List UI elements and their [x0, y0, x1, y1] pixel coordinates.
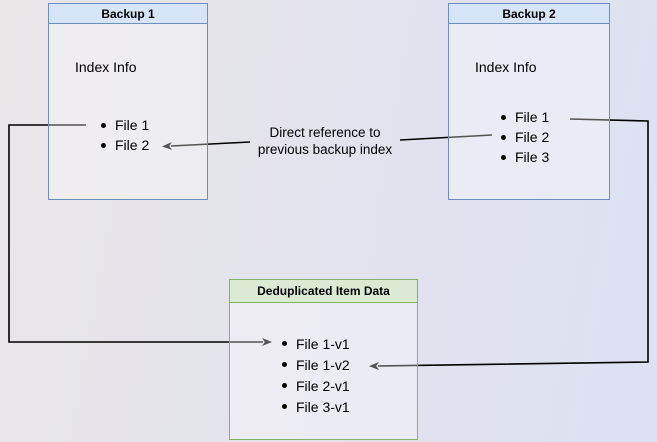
list-item-label: File 2-v1	[296, 377, 350, 394]
list-item-label: File 3-v1	[296, 398, 350, 415]
backup1-index-info-label: Index Info	[75, 59, 137, 75]
annotation-line-1: Direct reference to	[269, 125, 381, 140]
list-item-label: File 1-v1	[296, 335, 350, 352]
backup2-file-list: File 1 File 2 File 3	[501, 107, 549, 167]
dedup-title: Deduplicated Item Data	[257, 284, 390, 298]
list-item: File 2-v1	[282, 375, 350, 396]
list-item-label: File 2	[115, 137, 150, 153]
bullet-icon	[282, 362, 287, 367]
dedup-file-list: File 1-v1 File 1-v2 File 2-v1 File 3-v1	[282, 333, 350, 417]
annotation-line-2: previous backup index	[257, 142, 393, 157]
list-item: File 2	[501, 127, 549, 147]
backup2-index-info-label: Index Info	[475, 59, 537, 75]
backup2-header: Backup 2	[449, 4, 609, 24]
list-item-label: File 3	[515, 149, 550, 165]
bullet-icon	[501, 134, 506, 140]
list-item: File 1	[101, 115, 149, 135]
list-item: File 1-v1	[282, 333, 350, 354]
bullet-icon	[282, 341, 287, 346]
dedup-header: Deduplicated Item Data	[230, 280, 417, 303]
bullet-icon	[282, 404, 287, 409]
backup1-title: Backup 1	[101, 7, 155, 21]
bullet-icon	[101, 122, 106, 128]
direct-reference-annotation: Direct reference to previous backup inde…	[244, 124, 406, 158]
list-item-label: File 1	[115, 117, 150, 133]
list-item-label: File 1-v2	[296, 356, 350, 373]
list-item-label: File 2	[515, 129, 550, 145]
list-item: File 1-v2	[282, 354, 350, 375]
backup1-header: Backup 1	[49, 4, 207, 24]
list-item: File 2	[101, 135, 149, 155]
backup2-box: Backup 2 Index Info File 1 File 2 File 3	[448, 3, 610, 200]
backup1-box: Backup 1 Index Info File 1 File 2	[48, 3, 208, 200]
list-item: File 1	[501, 107, 549, 127]
bullet-icon	[501, 114, 506, 120]
backup2-title: Backup 2	[502, 7, 556, 21]
list-item-label: File 1	[515, 109, 550, 125]
deduplicated-item-data-box: Deduplicated Item Data File 1-v1 File 1-…	[229, 279, 418, 440]
list-item: File 3	[501, 147, 549, 167]
bullet-icon	[282, 383, 287, 388]
backup1-file-list: File 1 File 2	[101, 115, 149, 155]
bullet-icon	[101, 142, 106, 148]
bullet-icon	[501, 154, 506, 160]
list-item: File 3-v1	[282, 396, 350, 417]
